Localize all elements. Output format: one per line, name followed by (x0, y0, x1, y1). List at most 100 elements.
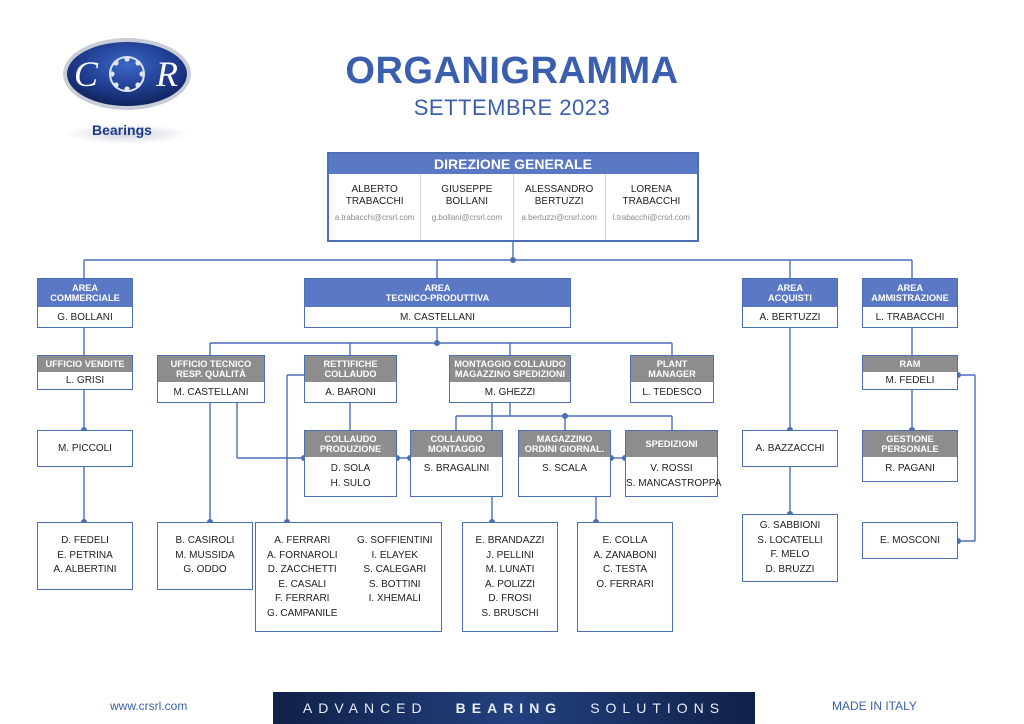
team-member: D. BRUZZI (765, 563, 815, 575)
team-member: D. FROSI (488, 593, 532, 605)
magazzino-ordini-box: MAGAZZINO ORDINI GIORNAL. S. SCALA (518, 430, 611, 497)
team-member: D. FEDELI (61, 535, 109, 546)
direzione-member: ALESSANDRO BERTUZZI a.bertuzzi@crsrl.com (514, 174, 606, 240)
rettifiche-collaudo-header: RETTIFICHE COLLAUDO (305, 356, 396, 382)
collaudo-montaggio-header: COLLAUDO MONTAGGIO (411, 431, 502, 457)
mosconi-name: E. MOSCONI (879, 535, 940, 546)
member-email: a.bertuzzi@crsrl.com (521, 213, 597, 222)
team-member: G. CAMPANILE (267, 607, 338, 619)
team-member: S. BRUSCHI (481, 607, 539, 619)
gestione-personale-box: GESTIONE PERSONALE R. PAGANI (862, 430, 958, 482)
area-amministrazione-header: AREA AMMISTRAZIONE (863, 279, 957, 307)
person-name: D. SOLA (330, 463, 371, 474)
svg-text:R: R (155, 54, 178, 94)
ufficio-vendite-header: UFFICIO VENDITE (38, 356, 132, 372)
person-name: S. SCALA (541, 463, 588, 474)
footer-website-link[interactable]: www.crsrl.com (110, 699, 188, 713)
team-member: E. COLLA (602, 535, 648, 546)
vendite-team-list: D. FEDELI E. PETRINA A. ALBERTINI (37, 522, 133, 590)
team-member: B. CASIROLI (175, 535, 235, 546)
direzione-member: LORENA TRABACCHI l.trabacchi@crsrl.com (606, 174, 697, 240)
collaudo-produzione-header: COLLAUDO PRODUZIONE (305, 431, 396, 457)
montaggio-manager: M. GHEZZI (484, 386, 536, 398)
team-member: G. SOFFIENTINI (356, 535, 433, 546)
area-acquisti-manager: A. BERTUZZI (759, 311, 821, 323)
ram-header: RAM (863, 356, 957, 372)
magazzino-team-list: E. COLLA A. ZANABONI C. TESTA O. FERRARI (577, 522, 673, 632)
team-member: S. CALEGARI (363, 564, 427, 576)
member-email: a.trabacchi@crsrl.com (334, 213, 415, 222)
montaggio-header: MONTAGGIO COLLAUDO MAGAZZINO SPEDIZIONI (450, 356, 570, 382)
collaudo-montaggio-box: COLLAUDO MONTAGGIO S. BRAGALINI (410, 430, 503, 497)
rettifiche-collaudo-box: RETTIFICHE COLLAUDO A. BARONI (304, 355, 397, 403)
team-member: F. FERRARI (275, 593, 330, 605)
team-member: S. LOCATELLI (757, 534, 823, 546)
piccoli-box: M. PICCOLI (37, 430, 133, 467)
collaudo-produzione-box: COLLAUDO PRODUZIONE D. SOLA H. SULO (304, 430, 397, 497)
ufficio-vendite-manager: L. GRISI (65, 375, 105, 386)
area-tecnico-header: AREA TECNICO-PRODUTTIVA (305, 279, 570, 307)
spedizioni-header: SPEDIZIONI (626, 431, 717, 457)
rettifiche-collaudo-manager: A. BARONI (325, 386, 376, 398)
area-acquisti-box: AREA ACQUISTI A. BERTUZZI (742, 278, 838, 328)
ram-manager: M. FEDELI (885, 375, 935, 386)
ufficio-tecnico-header: UFFICIO TECNICO RESP. QUALITÀ (158, 356, 264, 382)
team-member: I. ELAYEK (371, 549, 418, 561)
ufficio-tecnico-box: UFFICIO TECNICO RESP. QUALITÀ M. CASTELL… (157, 355, 265, 403)
spedizioni-box: SPEDIZIONI V. ROSSI S. MANCASTROPPA (625, 430, 722, 497)
team-member: E. CASALI (278, 578, 327, 590)
page-subtitle: SETTEMBRE 2023 (413, 95, 611, 120)
area-commerciale-manager: G. BOLLANI (57, 311, 113, 323)
montaggio-box: MONTAGGIO COLLAUDO MAGAZZINO SPEDIZIONI … (449, 355, 571, 403)
ufficio-tecnico-manager: M. CASTELLANI (173, 386, 249, 398)
plant-manager-box: PLANT MANAGER L. TEDESCO (630, 355, 714, 403)
bazzacchi-name: A. BAZZACCHI (755, 443, 825, 454)
banner-word: SOLUTIONS (590, 700, 726, 716)
team-member: C. TESTA (602, 564, 648, 576)
member-email: l.trabacchi@crsrl.com (612, 213, 690, 222)
person-name: V. ROSSI (650, 463, 693, 474)
direzione-member: ALBERTO TRABACCHI a.trabacchi@crsrl.com (329, 174, 422, 240)
gestione-personale-person: R. PAGANI (885, 462, 935, 474)
ram-box: RAM M. FEDELI (862, 355, 958, 390)
person-name: H. SULO (330, 478, 371, 489)
person-name: S. MANCASTROPPA (626, 478, 722, 489)
person-name: S. BRAGALINI (423, 463, 490, 474)
company-logo: C R Bearings (60, 34, 195, 144)
area-tecnico-box: AREA TECNICO-PRODUTTIVA M. CASTELLANI (304, 278, 571, 328)
ufficio-vendite-box: UFFICIO VENDITE L. GRISI (37, 355, 133, 390)
acquisti-team-list: G. SABBIONI S. LOCATELLI F. MELO D. BRUZ… (742, 514, 838, 582)
direzione-member: GIUSEPPE BOLLANI g.bollani@crsrl.com (421, 174, 514, 240)
montaggio-team-list: E. BRANDAZZI J. PELLINI M. LUNATI A. POL… (462, 522, 558, 632)
team-member: S. BOTTINI (368, 578, 421, 590)
team-member: A. FORNAROLI (266, 549, 338, 561)
member-name: ALBERTO TRABACCHI (345, 184, 404, 207)
magazzino-ordini-header: MAGAZZINO ORDINI GIORNAL. (519, 431, 610, 457)
team-member: A. ALBERTINI (53, 564, 117, 576)
gestione-personale-header: GESTIONE PERSONALE (863, 431, 957, 457)
rettifiche-team-list: A. FERRARI A. FORNAROLI D. ZACCHETTI E. … (255, 522, 442, 632)
banner-word-bold: BEARING (455, 700, 563, 716)
team-member: O. FERRARI (596, 578, 654, 590)
area-commerciale-box: AREA COMMERCIALE G. BOLLANI (37, 278, 133, 328)
member-name: GIUSEPPE BOLLANI (441, 184, 493, 207)
team-member: D. ZACCHETTI (267, 564, 337, 576)
area-acquisti-header: AREA ACQUISTI (743, 279, 837, 307)
page-title: ORGANIGRAMMA (345, 50, 679, 92)
mosconi-box: E. MOSCONI (862, 522, 958, 559)
member-email: g.bollani@crsrl.com (431, 213, 503, 222)
area-tecnico-manager: M. CASTELLANI (399, 311, 476, 323)
svg-text:C: C (74, 54, 99, 94)
member-name: LORENA TRABACCHI (622, 184, 681, 207)
area-commerciale-header: AREA COMMERCIALE (38, 279, 132, 307)
member-name: ALESSANDRO BERTUZZI (524, 184, 594, 207)
footer-banner: ADVANCED BEARING SOLUTIONS (273, 692, 755, 724)
plant-manager-name: L. TEDESCO (642, 386, 702, 398)
team-member: A. FERRARI (274, 535, 331, 546)
banner-word: ADVANCED (302, 700, 428, 716)
logo-caption: Bearings (92, 122, 152, 138)
team-member: A. ZANABONI (593, 549, 657, 561)
team-member: F. MELO (770, 549, 810, 561)
team-member: M. MUSSIDA (175, 549, 235, 561)
area-amministrazione-box: AREA AMMISTRAZIONE L. TRABACCHI (862, 278, 958, 328)
